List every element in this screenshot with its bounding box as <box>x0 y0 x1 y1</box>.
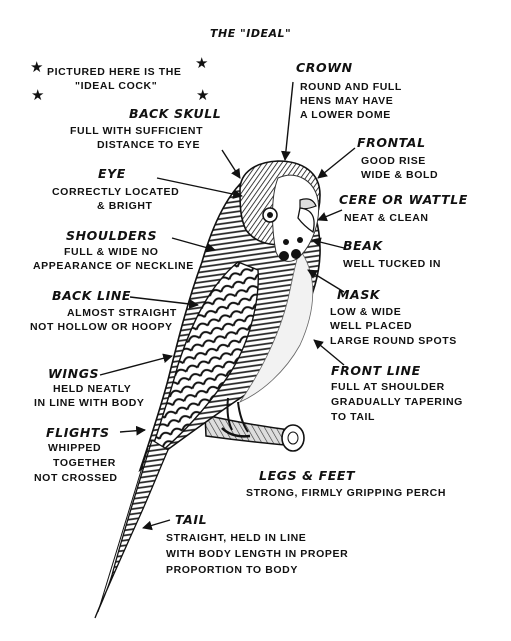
arrow-frontal <box>317 147 356 179</box>
label-tail-heading: TAIL <box>175 512 208 527</box>
label-shoulders-heading: SHOULDERS <box>66 228 158 243</box>
label-eye-line: CORRECTLY LOCATED <box>52 186 180 198</box>
label-back-skull-heading: BACK SKULL <box>129 106 222 121</box>
label-wings-line: IN LINE WITH BODY <box>34 397 145 409</box>
arrow-front-line <box>313 339 345 366</box>
label-crown-heading: CROWN <box>296 60 353 75</box>
arrow-beak <box>311 237 345 249</box>
arrow-tail <box>142 519 171 531</box>
bird-beak <box>297 207 315 234</box>
label-back-line-line: NOT HOLLOW OR HOOPY <box>30 321 173 333</box>
intro-line-2: "IDEAL COCK" <box>75 80 158 92</box>
label-wings-line: HELD NEATLY <box>53 383 132 395</box>
label-wings-heading: WINGS <box>48 366 100 381</box>
label-legs-feet-heading: LEGS & FEET <box>259 468 356 483</box>
intro-line-1: PICTURED HERE IS THE <box>47 66 182 78</box>
label-flights-line: WHIPPED <box>48 442 102 454</box>
label-flights-line: TOGETHER <box>53 457 116 469</box>
perch <box>204 414 305 452</box>
arrow-shoulders <box>171 237 216 253</box>
label-eye-line: & BRIGHT <box>97 200 153 212</box>
label-cere-heading: CERE OR WATTLE <box>339 192 468 207</box>
arrow-mask <box>307 269 345 293</box>
arrow-crown <box>281 81 294 161</box>
label-legs-feet-line: STRONG, FIRMLY GRIPPING PERCH <box>246 487 447 499</box>
arrow-flights <box>119 425 146 436</box>
label-tail-line: WITH BODY LENGTH IN PROPER <box>166 548 349 560</box>
label-flights-line: NOT CROSSED <box>34 472 118 484</box>
star-icon: ★ <box>30 58 44 76</box>
label-shoulders-line: FULL & WIDE NO <box>64 246 159 258</box>
label-mask-line: LARGE ROUND SPOTS <box>330 335 457 347</box>
label-front-line-line: GRADUALLY TAPERING <box>331 396 463 408</box>
arrow-back-line <box>129 296 199 309</box>
pointer-arrows <box>99 81 356 531</box>
label-front-line-line: TO TAIL <box>331 411 376 423</box>
diagram-title: THE "IDEAL" <box>210 27 292 40</box>
star-icon: ★ <box>196 86 210 104</box>
label-front-line-line: FULL AT SHOULDER <box>331 381 445 393</box>
label-beak-heading: BEAK <box>343 238 383 253</box>
bird-chest <box>238 249 314 403</box>
label-shoulders-line: APPEARANCE OF NECKLINE <box>33 260 194 272</box>
label-front-line-heading: FRONT LINE <box>331 363 421 378</box>
label-cere-line: NEAT & CLEAN <box>344 212 429 224</box>
label-mask-line: LOW & WIDE <box>330 306 402 318</box>
label-beak-line: WELL TUCKED IN <box>343 258 442 270</box>
label-mask-heading: MASK <box>337 287 381 302</box>
star-icon: ★ <box>195 54 209 72</box>
star-icon: ★ <box>31 86 45 104</box>
label-tail-line: PROPORTION TO BODY <box>166 564 298 576</box>
bird-tail <box>94 438 169 619</box>
label-flights-heading: FLIGHTS <box>46 425 110 440</box>
arrow-eye <box>156 177 243 199</box>
label-back-skull-line: FULL WITH SUFFICIENT <box>70 125 204 137</box>
label-crown-line: A LOWER DOME <box>300 109 391 121</box>
label-frontal-heading: FRONTAL <box>357 135 426 150</box>
throat-spots <box>279 237 303 261</box>
arrow-cere <box>317 209 343 222</box>
arrow-wings <box>99 353 173 376</box>
arrow-back-skull <box>221 149 241 179</box>
label-frontal-line: WIDE & BOLD <box>361 169 439 181</box>
label-crown-line: ROUND AND FULL <box>300 81 402 93</box>
bird-feet <box>221 397 251 438</box>
label-mask-line: WELL PLACED <box>330 320 413 332</box>
label-back-line-heading: BACK LINE <box>52 288 132 303</box>
label-back-skull-line: DISTANCE TO EYE <box>97 139 201 151</box>
label-crown-line: HENS MAY HAVE <box>300 95 394 107</box>
label-tail-line: STRAIGHT, HELD IN LINE <box>166 532 307 544</box>
label-frontal-line: GOOD RISE <box>361 155 426 167</box>
label-back-line-line: ALMOST STRAIGHT <box>67 307 177 319</box>
label-eye-heading: EYE <box>98 166 126 181</box>
